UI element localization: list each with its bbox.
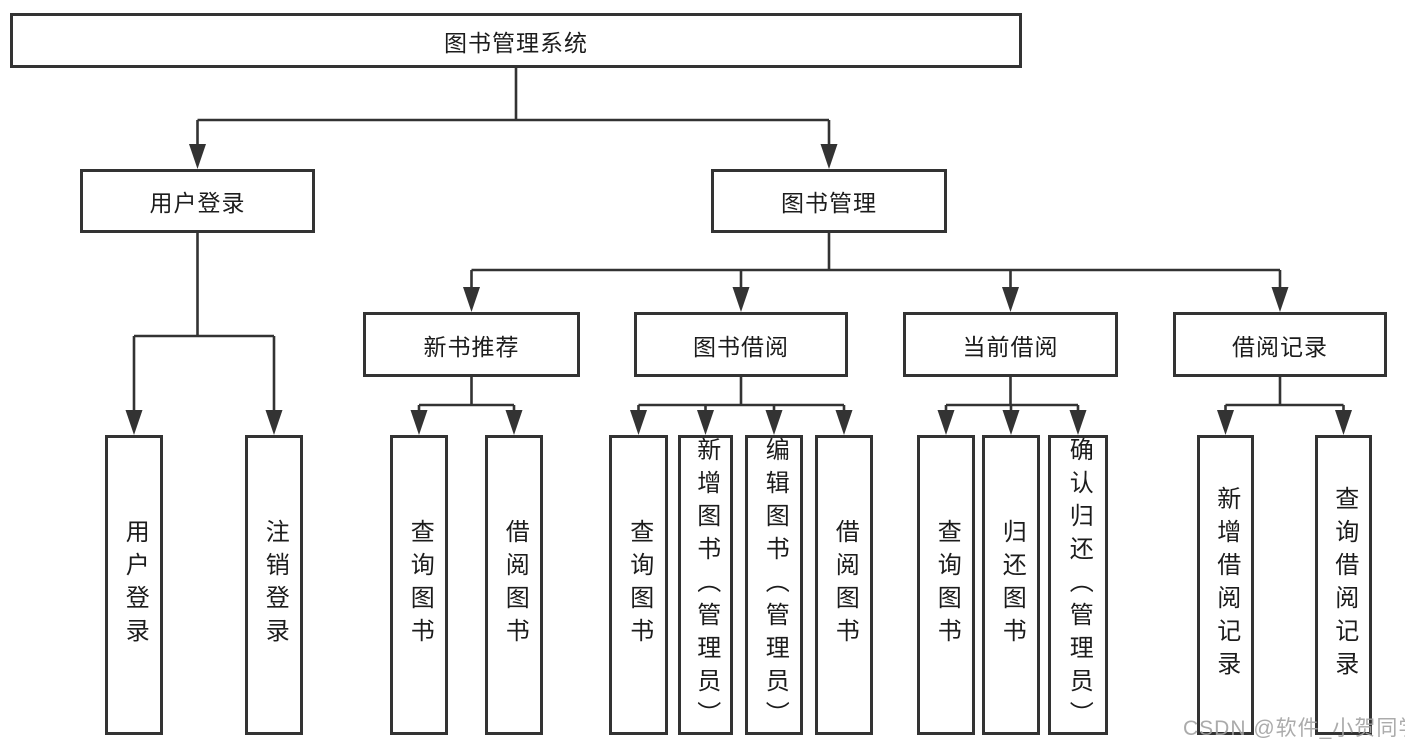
arrow-icon — [1069, 410, 1087, 435]
arrow-icon — [125, 410, 143, 435]
node-label: 图书管理 — [781, 190, 877, 216]
node-current-borrow: 当前借阅 — [903, 312, 1118, 377]
leaf-add-books-admin: 新增图书（管理员） — [678, 435, 733, 735]
connector-root-to-level2 — [196, 68, 831, 151]
leaf-label: 归还图书 — [998, 519, 1026, 651]
arrow-icon — [463, 287, 480, 312]
arrow-icon — [1217, 410, 1234, 435]
arrow-icon — [1002, 410, 1020, 435]
arrow-icon — [765, 410, 783, 435]
leaf-logout: 注销登录 — [245, 435, 303, 735]
leaf-query-borrow-record: 查询借阅记录 — [1315, 435, 1372, 735]
leaf-label: 注销登录 — [261, 519, 289, 651]
leaf-label: 查询图书 — [625, 519, 653, 651]
arrow-icon — [1335, 410, 1352, 435]
leaf-borrow-books: 借阅图书 — [815, 435, 873, 735]
leaf-recommend-borrow-books: 借阅图书 — [485, 435, 543, 735]
leaf-label: 确认归还（管理员） — [1065, 436, 1093, 734]
connector-newbook-to-leaves — [417, 377, 516, 417]
arrowheads — [125, 144, 1352, 435]
arrow-icon — [410, 410, 428, 435]
connector-bookmgmt-to-level3 — [470, 233, 1282, 294]
leaf-recommend-query-books: 查询图书 — [390, 435, 448, 735]
leaf-label: 编辑图书（管理员） — [761, 436, 789, 734]
leaf-borrow-query-books: 查询图书 — [609, 435, 668, 735]
connector-bookborrow-to-leaves — [637, 377, 846, 417]
leaf-label: 新增借阅记录 — [1212, 486, 1240, 684]
leaf-user-login: 用户登录 — [105, 435, 163, 735]
leaf-label: 借阅图书 — [831, 519, 859, 651]
leaf-current-query-books: 查询图书 — [917, 435, 975, 735]
node-book-management: 图书管理 — [711, 169, 947, 233]
node-label: 新书推荐 — [423, 333, 520, 360]
connector-records-to-leaves — [1224, 377, 1345, 417]
node-label: 用户登录 — [149, 190, 246, 216]
leaf-label: 用户登录 — [121, 519, 149, 651]
arrow-icon — [835, 410, 853, 435]
leaf-label: 查询图书 — [933, 519, 961, 651]
node-root-system: 图书管理系统 — [10, 13, 1022, 68]
node-user-login: 用户登录 — [80, 169, 315, 233]
leaf-confirm-return-admin: 确认归还（管理员） — [1048, 435, 1108, 735]
arrow-icon — [697, 410, 714, 435]
arrow-icon — [1271, 287, 1289, 312]
arrow-icon — [505, 410, 523, 435]
node-borrow-records: 借阅记录 — [1173, 312, 1387, 377]
node-label: 图书管理系统 — [444, 29, 588, 56]
leaf-label: 查询图书 — [406, 519, 434, 651]
leaf-return-books: 归还图书 — [982, 435, 1040, 735]
connector-userlogin-to-leaves — [132, 233, 276, 417]
arrow-icon — [265, 410, 283, 435]
arrow-icon — [630, 410, 647, 435]
arrow-icon — [189, 144, 206, 169]
leaf-add-borrow-record: 新增借阅记录 — [1197, 435, 1254, 735]
arrow-icon — [1002, 287, 1019, 312]
csdn-watermark: CSDN @软件_小贺同学 — [1183, 717, 1405, 740]
node-label: 当前借阅 — [962, 333, 1059, 360]
leaf-label: 查询借阅记录 — [1330, 486, 1358, 684]
leaf-label: 借阅图书 — [501, 519, 529, 651]
leaf-edit-books-admin: 编辑图书（管理员） — [745, 435, 803, 735]
arrow-icon — [820, 144, 838, 169]
node-label: 图书借阅 — [693, 333, 789, 360]
node-book-borrow: 图书借阅 — [634, 312, 848, 377]
arrow-icon — [937, 410, 955, 435]
leaf-label: 新增图书（管理员） — [692, 436, 720, 734]
node-new-book-recommend: 新书推荐 — [363, 312, 580, 377]
node-label: 借阅记录 — [1232, 333, 1328, 360]
arrow-icon — [732, 287, 750, 312]
